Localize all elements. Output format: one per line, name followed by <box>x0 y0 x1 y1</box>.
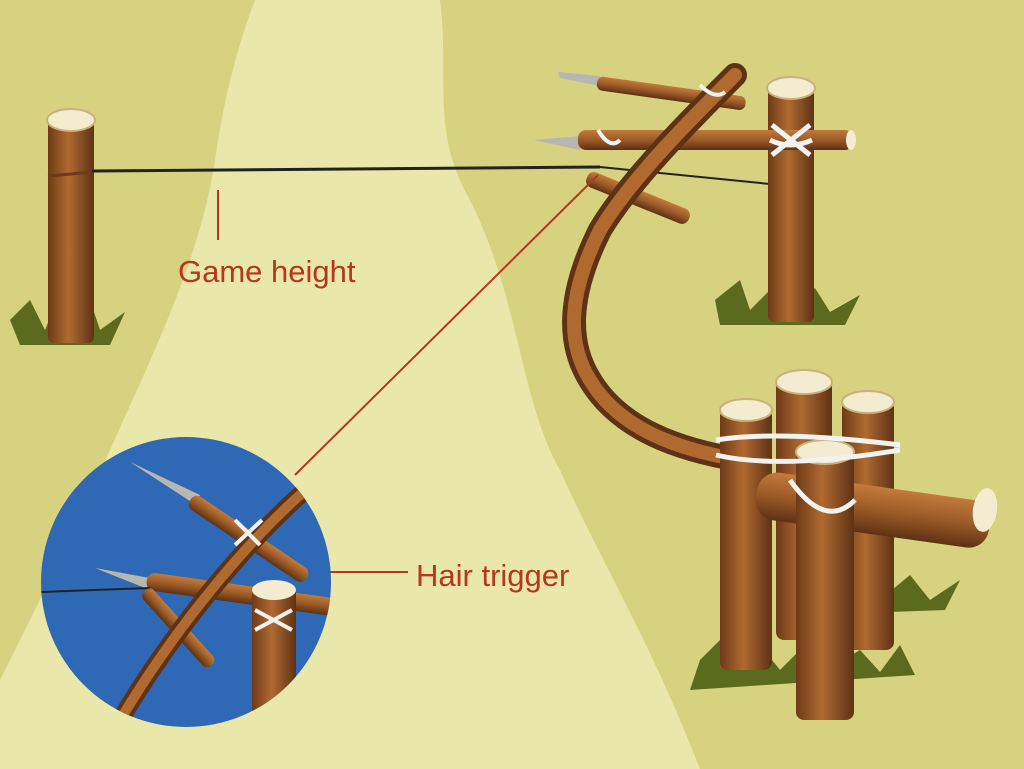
trigger-stick <box>586 172 690 224</box>
inset-pointer <box>294 174 599 476</box>
lashing-right-post <box>768 123 814 157</box>
label-hair-trigger: Hair trigger <box>416 558 570 593</box>
right-stake <box>715 76 860 325</box>
left-stake <box>10 108 125 345</box>
tripwire <box>91 165 601 173</box>
grass-tuft <box>10 300 125 345</box>
grass-tuft <box>715 280 860 325</box>
inset-closeup <box>41 437 331 727</box>
label-game-height: Game height <box>178 254 356 289</box>
post-cluster <box>690 369 998 720</box>
lashing-sapling <box>596 83 727 146</box>
